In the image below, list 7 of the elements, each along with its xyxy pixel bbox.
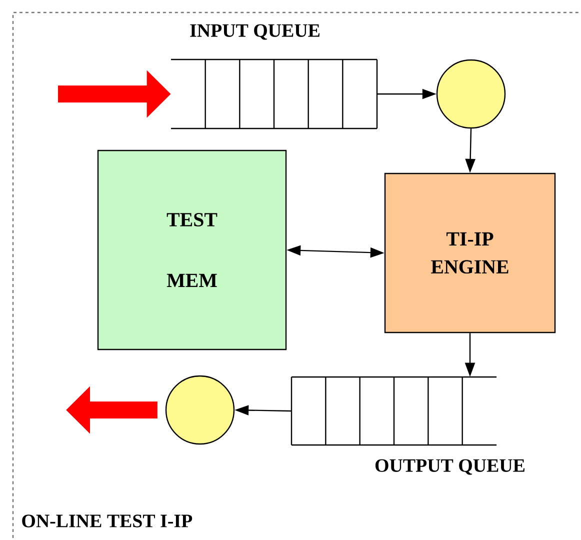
frame-title: ON-LINE TEST I-IP xyxy=(22,514,192,528)
process-box: TEST MEM xyxy=(97,150,287,350)
process-box: TI-IP ENGINE xyxy=(384,172,556,334)
queue-label: INPUT QUEUE xyxy=(190,24,320,40)
queue-label: OUTPUT QUEUE xyxy=(375,459,524,475)
circle xyxy=(436,59,506,129)
circle xyxy=(165,375,235,445)
